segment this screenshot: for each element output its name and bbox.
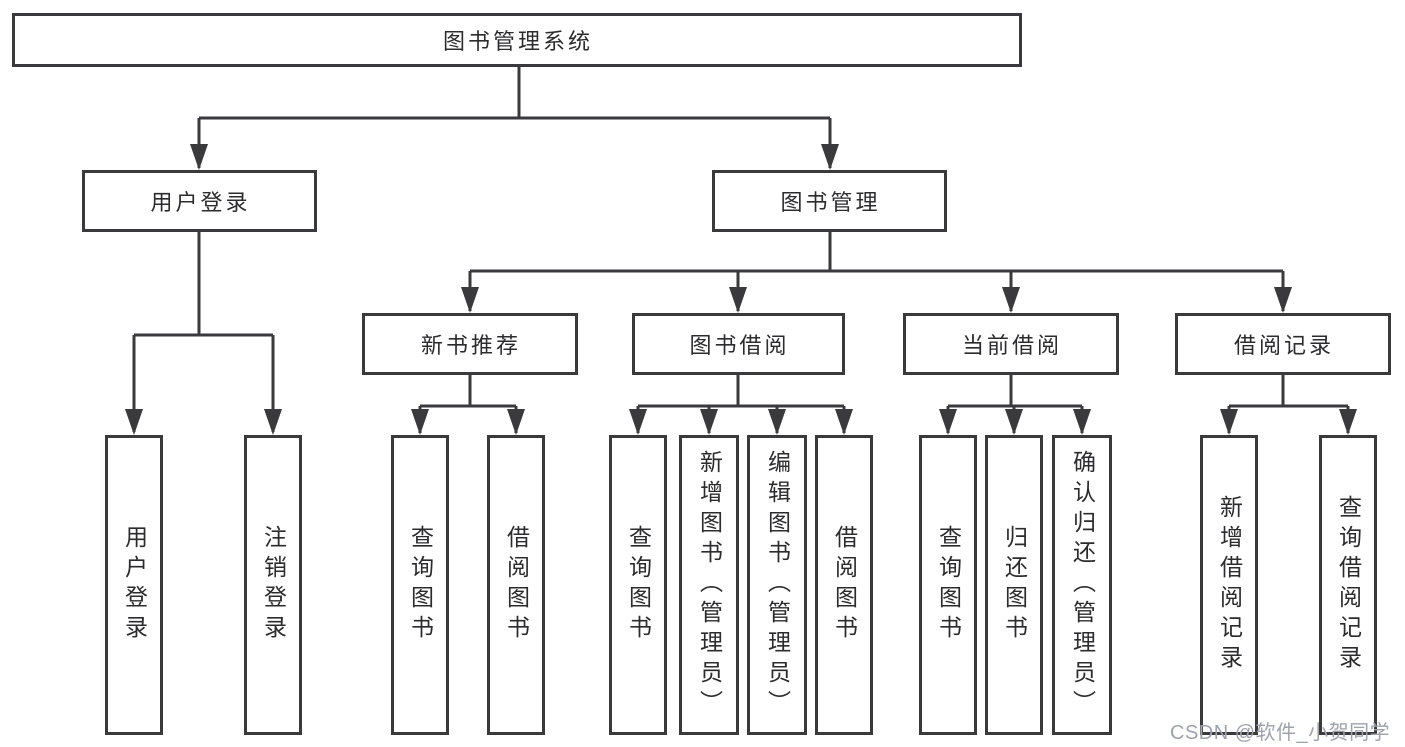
- arrow-icon: [264, 409, 282, 435]
- leaf-add-book-admin-label: 新增图书（管理员）: [696, 450, 723, 720]
- arrow-icon: [190, 144, 208, 170]
- connector-borrowing: [636, 375, 846, 433]
- connector-user-login: [132, 232, 275, 432]
- arrow-icon: [729, 287, 747, 313]
- leaf-query-books-borrowing-label: 查询图书: [625, 525, 652, 645]
- leaf-query-books-borrowing: 查询图书: [609, 435, 667, 735]
- leaf-borrow-books-borrowing-label: 借阅图书: [831, 525, 858, 645]
- arrow-icon: [1002, 287, 1020, 313]
- node-current-borrowing-label: 当前借阅: [961, 333, 1062, 358]
- arrow-icon: [629, 409, 647, 435]
- node-new-book-recommend: 新书推荐: [362, 313, 578, 375]
- arrow-icon: [1274, 287, 1292, 313]
- leaf-user-login-label: 用户登录: [121, 525, 148, 645]
- leaf-logout-label: 注销登录: [260, 525, 287, 645]
- node-book-borrowing: 图书借阅: [632, 313, 845, 375]
- connector-root: [197, 67, 832, 168]
- leaf-edit-book-admin-label: 编辑图书（管理员）: [764, 450, 791, 720]
- arrow-icon: [461, 287, 479, 313]
- arrow-icon: [1339, 409, 1357, 435]
- node-book-borrowing-label: 图书借阅: [689, 333, 790, 358]
- arrow-icon: [507, 409, 525, 435]
- leaf-query-borrow-record-label: 查询借阅记录: [1335, 495, 1362, 675]
- leaf-query-borrow-record: 查询借阅记录: [1319, 435, 1377, 735]
- node-new-book-recommend-label: 新书推荐: [420, 333, 521, 358]
- arrow-icon: [939, 409, 957, 435]
- leaf-confirm-return-admin-label: 确认归还（管理员）: [1069, 450, 1096, 720]
- arrow-icon: [125, 409, 143, 435]
- node-borrowing-records-label: 借阅记录: [1233, 333, 1334, 358]
- node-book-management-label: 图书管理: [780, 190, 881, 215]
- leaf-return-books: 归还图书: [985, 435, 1043, 735]
- connector-records: [1227, 375, 1350, 433]
- leaf-borrow-books-recommend-label: 借阅图书: [503, 525, 530, 645]
- leaf-borrow-books-borrowing: 借阅图书: [815, 435, 873, 735]
- node-book-management: 图书管理: [712, 170, 947, 232]
- leaf-logout: 注销登录: [244, 435, 302, 735]
- leaf-query-books-current-label: 查询图书: [935, 525, 962, 645]
- leaf-edit-book-admin: 编辑图书（管理员）: [747, 435, 807, 735]
- leaf-query-books-current: 查询图书: [919, 435, 977, 735]
- leaf-borrow-books-recommend: 借阅图书: [487, 435, 545, 735]
- node-library-system-label: 图书管理系统: [442, 29, 593, 54]
- leaf-add-borrow-record-label: 新增借阅记录: [1216, 495, 1243, 675]
- leaf-confirm-return-admin: 确认归还（管理员）: [1052, 435, 1112, 735]
- arrow-icon: [1005, 409, 1023, 435]
- leaf-add-borrow-record: 新增借阅记录: [1200, 435, 1258, 735]
- node-user-login-label: 用户登录: [150, 190, 251, 215]
- leaf-user-login: 用户登录: [105, 435, 163, 735]
- leaf-query-books-recommend-label: 查询图书: [407, 525, 434, 645]
- arrow-icon: [768, 409, 786, 435]
- connector-book-management: [468, 232, 1285, 311]
- arrow-icon: [411, 409, 429, 435]
- node-current-borrowing: 当前借阅: [903, 313, 1119, 375]
- node-user-login: 用户登录: [82, 170, 317, 232]
- watermark: CSDN @软件_小贺同学: [1170, 722, 1391, 744]
- leaf-return-books-label: 归还图书: [1001, 525, 1028, 645]
- arrow-icon: [1073, 409, 1091, 435]
- leaf-add-book-admin: 新增图书（管理员）: [679, 435, 739, 735]
- node-borrowing-records: 借阅记录: [1175, 313, 1391, 375]
- leaf-query-books-recommend: 查询图书: [391, 435, 449, 735]
- connector-new-book: [418, 375, 518, 433]
- arrow-icon: [835, 409, 853, 435]
- node-library-system: 图书管理系统: [12, 13, 1022, 67]
- arrow-icon: [1220, 409, 1238, 435]
- arrow-icon: [821, 144, 839, 170]
- arrow-icon: [700, 409, 718, 435]
